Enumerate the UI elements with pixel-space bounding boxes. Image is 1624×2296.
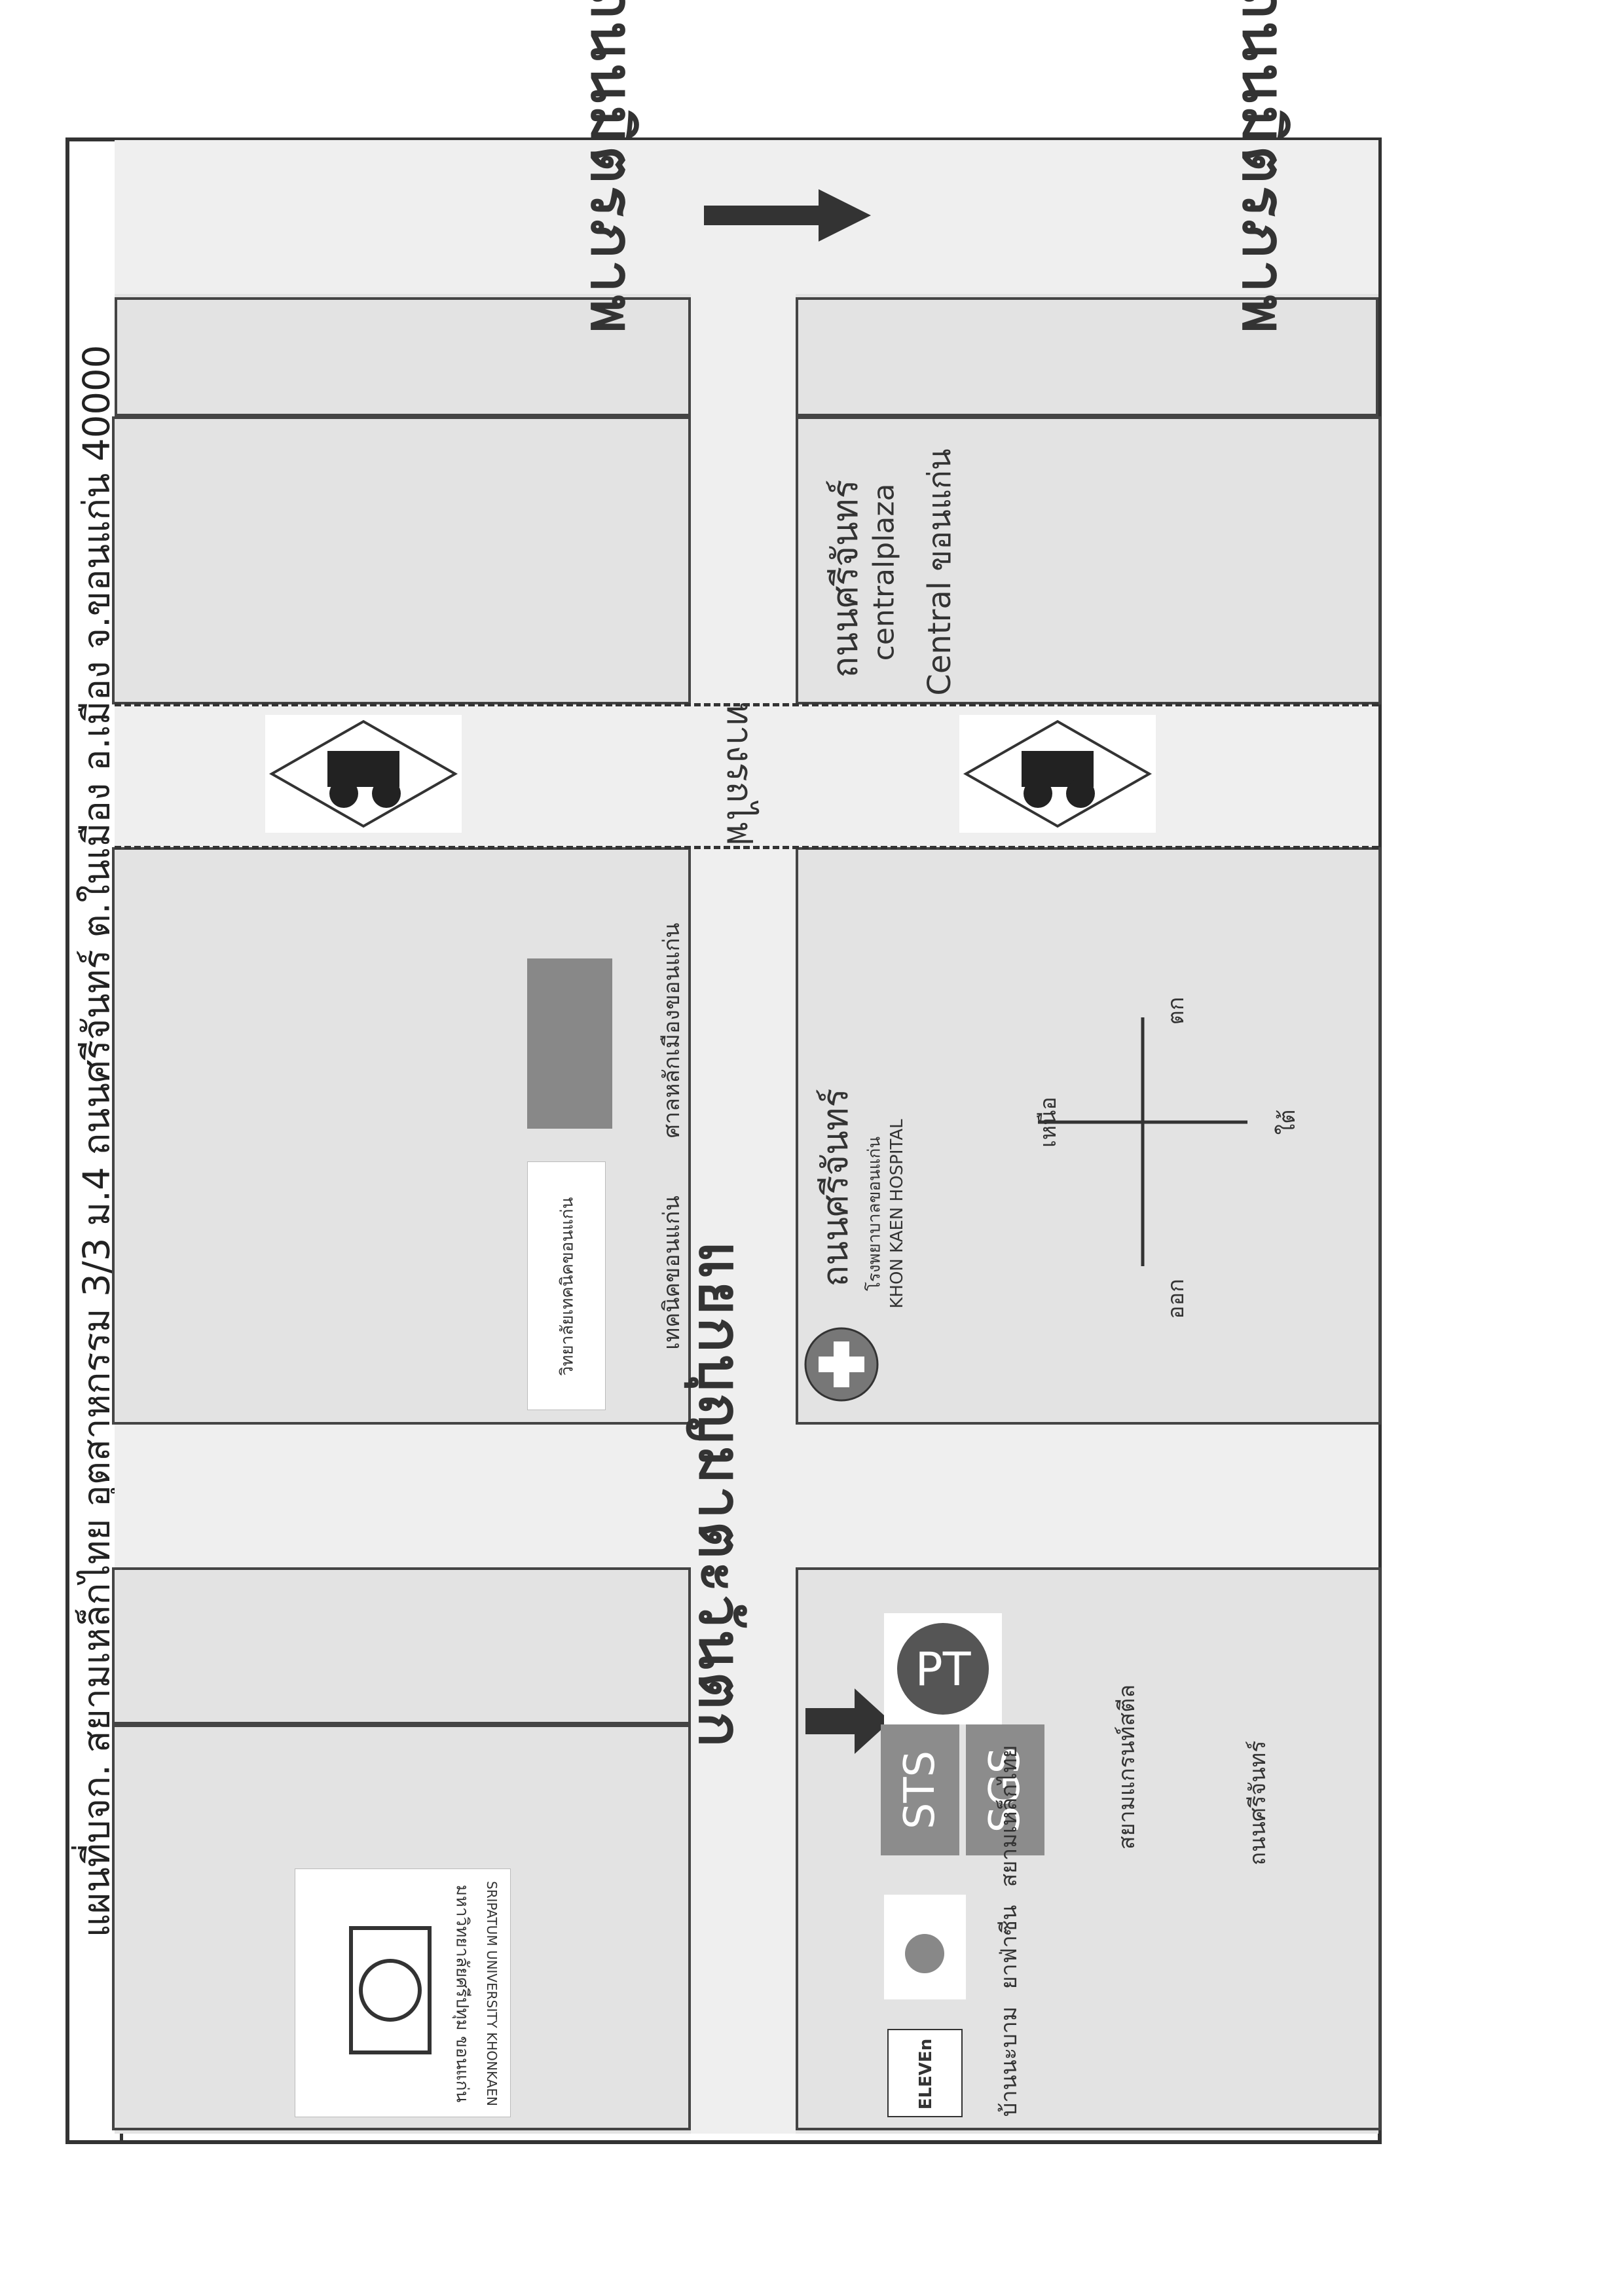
pt-logo-icon: PT [897,1623,989,1715]
svg-text:PT: PT [915,1643,971,1696]
pharmacy-icon [905,1934,944,1973]
sgs-logo: SGS [966,1724,1044,1855]
label-srichan-upper: ถนนศรีจันทร์ [824,479,866,678]
label-srichan-note: ถนนศรีจันทร์ [1245,1740,1271,1866]
label-yafachi: ยาฟ่าซีน [996,1904,1022,1990]
compass-icon [1038,1017,1247,1266]
road-intersection [115,1423,1378,1567]
rail-crossing-sign-icon [265,715,462,833]
sts-logo: STS [881,1724,959,1855]
city-pillar-photo [527,958,612,1129]
label-siamlek: สยามเหล็กไทย [996,1745,1022,1887]
rail-line-bottom [115,846,1378,849]
compass-north: เหนือ [1035,1097,1061,1148]
block-right-middle [796,847,1381,1425]
university-emblem-icon [349,1926,432,2054]
map-area: ถนนมิตรภาพ ถนนมิตรภาพ แยกบุญมาตะวันตก ถน… [112,0,1381,2134]
technic-college-logo: วิทยาลัยเทคนิคขอนแก่น [527,1161,606,1410]
road-srichan [691,140,796,2134]
central-plaza-logo: centralplaza [867,483,901,661]
label-rail: ทางรถไฟ [719,702,760,846]
yafachi-logo [884,1895,966,1999]
rail-crossing-sign-icon [959,715,1156,833]
label-mittraphap-left: ถนนมิตรภาพ [578,0,646,336]
rail-line-top [115,703,1378,706]
block-left-lower-strip [112,1567,691,1724]
block-top-left-strip [115,297,691,416]
pt-logo: PT [884,1613,1002,1724]
hospital-label-th: โรงพยาบาลขอนแก่น [864,1136,885,1292]
technic-label: เทคนิคขอนแก่น [659,1195,685,1350]
compass-east: ออก [1163,1279,1189,1319]
direction-arrow-icon [704,189,871,242]
city-pillar-label: ศาลหลักเมืองขอนแก่น [659,922,685,1139]
central-label: Central ขอนแก่น [921,448,958,696]
label-siamgrand: สยามแกรนท์สตีล [1114,1684,1140,1850]
label-srichan-lower: ถนนศรีจันทร์ [815,1088,856,1287]
block-top-right-strip [796,297,1378,416]
seven-eleven-logo: ELEVEn [887,2029,963,2117]
hospital-logo-icon [804,1327,879,1402]
hospital-label-en: KHON KAEN HOSPITAL [887,1119,907,1309]
label-bannabua: บ้านนะบาม [996,2006,1022,2117]
block-left-upper [112,416,691,704]
university-logo: มหาวิทยาลัยศรีปทุม ขอนแก่น SRIPATUM UNIV… [295,1868,511,2117]
compass-south: ใต้ [1274,1109,1301,1135]
label-mittraphap-right: ถนนมิตรภาพ [1230,0,1297,336]
pointer-arrow-icon [805,1688,891,1754]
compass-west: ตก [1163,996,1189,1025]
